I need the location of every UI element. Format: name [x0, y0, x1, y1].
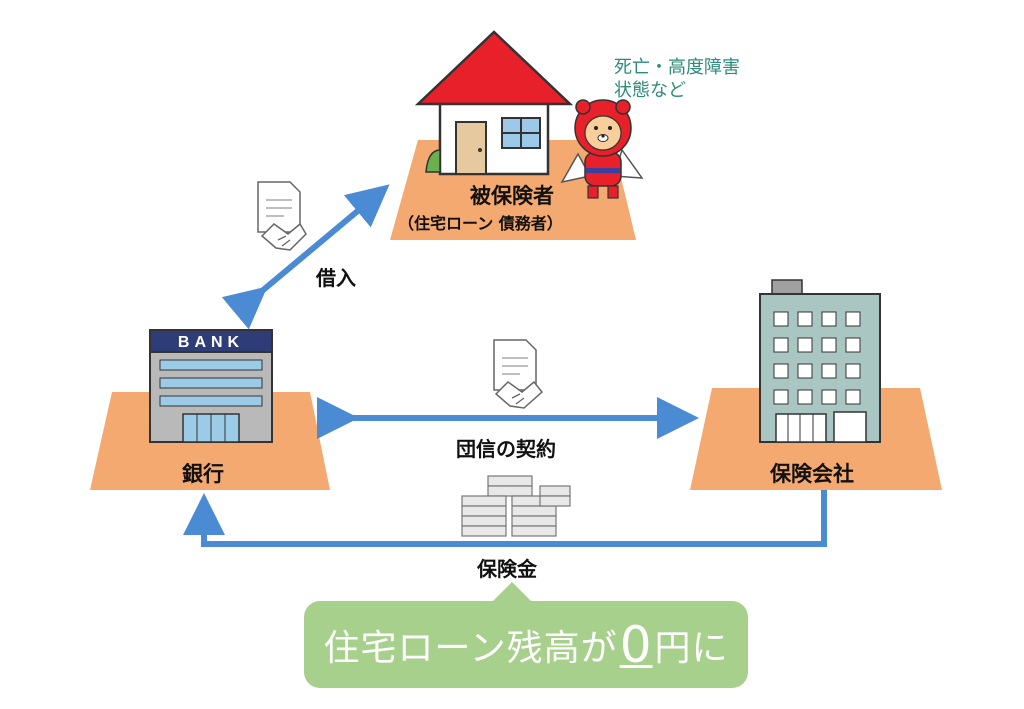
mascot-icon	[560, 99, 644, 199]
result-zero: 0	[619, 615, 653, 674]
loan-arrow	[221, 184, 390, 330]
result-suffix: 円に	[654, 627, 729, 669]
bank-building-icon	[149, 329, 273, 443]
condition-note-line2: 状態など	[614, 80, 686, 101]
callout-tail	[490, 582, 534, 604]
loan-label: 借入	[316, 266, 356, 290]
contract-document-icon-center	[493, 339, 537, 391]
condition-note-line1: 死亡・高度障害	[614, 57, 740, 78]
bank-label: 銀行	[182, 462, 224, 486]
insured-sublabel: （住宅ローン 債務者）	[398, 214, 563, 233]
money-stack-icon	[461, 475, 571, 537]
contract-label: 団信の契約	[456, 437, 556, 461]
bank-sign: BANK	[178, 334, 244, 351]
contract-document-icon	[257, 181, 301, 233]
result-callout	[304, 601, 748, 688]
payout-arrow	[183, 490, 827, 547]
result-prefix: 住宅ローン残高が	[323, 627, 618, 669]
insurer-label: 保険会社	[770, 462, 854, 486]
house-icon	[414, 30, 574, 176]
payout-label: 保険金	[477, 557, 537, 581]
insurer-building-icon	[759, 279, 881, 443]
insured-label: 被保険者	[470, 184, 554, 208]
